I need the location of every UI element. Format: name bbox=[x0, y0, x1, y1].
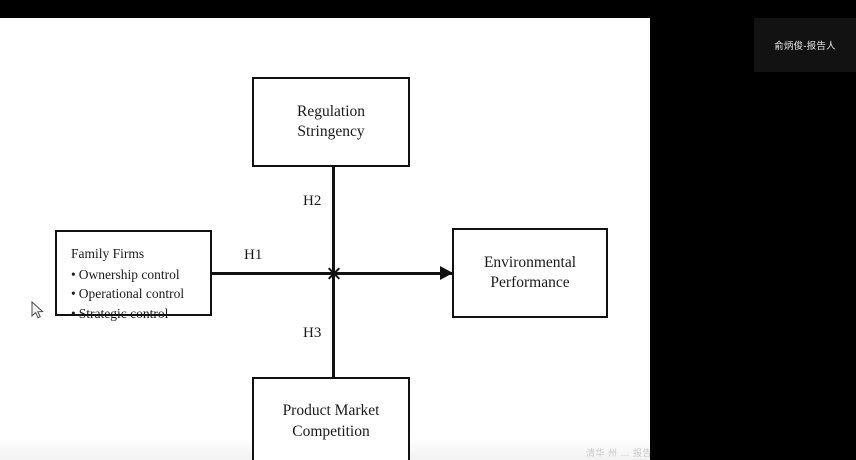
shared-slide[interactable]: Regulation Stringency Family Firms •Owne… bbox=[0, 18, 650, 460]
hypothesis-label-h3: H3 bbox=[300, 325, 325, 342]
node-regulation-stringency[interactable]: Regulation Stringency bbox=[252, 77, 410, 167]
moderation-cross-icon bbox=[326, 266, 341, 281]
node-environmental-performance[interactable]: Environmental Performance bbox=[452, 228, 608, 318]
list-item-label: Strategic control bbox=[78, 305, 169, 321]
slide-footnote: 清华 州 … 报告 bbox=[586, 448, 650, 458]
node-family-firms-label: Family Firms bbox=[71, 246, 145, 261]
list-item: •Strategic control bbox=[71, 304, 200, 324]
node-family-firms[interactable]: Family Firms •Ownership control •Operati… bbox=[55, 230, 212, 321]
hypothesis-label-h2: H2 bbox=[300, 193, 325, 210]
node-product-market-competition-label: Product Market Competition bbox=[282, 402, 380, 440]
list-item-label: Ownership control bbox=[78, 266, 180, 282]
connector-product-to-h1 bbox=[332, 272, 335, 377]
node-regulation-stringency-label: Regulation Stringency bbox=[296, 102, 366, 140]
bullet-icon: • bbox=[71, 286, 76, 302]
bullet-icon: • bbox=[71, 266, 76, 282]
arrowhead-icon bbox=[440, 266, 453, 280]
connector-regulation-to-h1 bbox=[332, 167, 335, 274]
hypothesis-label-h1: H1 bbox=[241, 247, 266, 264]
bullet-icon: • bbox=[71, 305, 76, 321]
list-item-label: Operational control bbox=[78, 286, 185, 302]
list-item: •Operational control bbox=[71, 284, 200, 304]
participant-video-tile[interactable]: 俞炳俊-报告人 bbox=[754, 18, 856, 72]
list-item: •Ownership control bbox=[71, 265, 200, 285]
node-environmental-performance-label: Environmental Performance bbox=[483, 253, 577, 291]
participant-name-label: 俞炳俊-报告人 bbox=[774, 41, 836, 52]
node-product-market-competition[interactable]: Product Market Competition bbox=[252, 377, 410, 460]
